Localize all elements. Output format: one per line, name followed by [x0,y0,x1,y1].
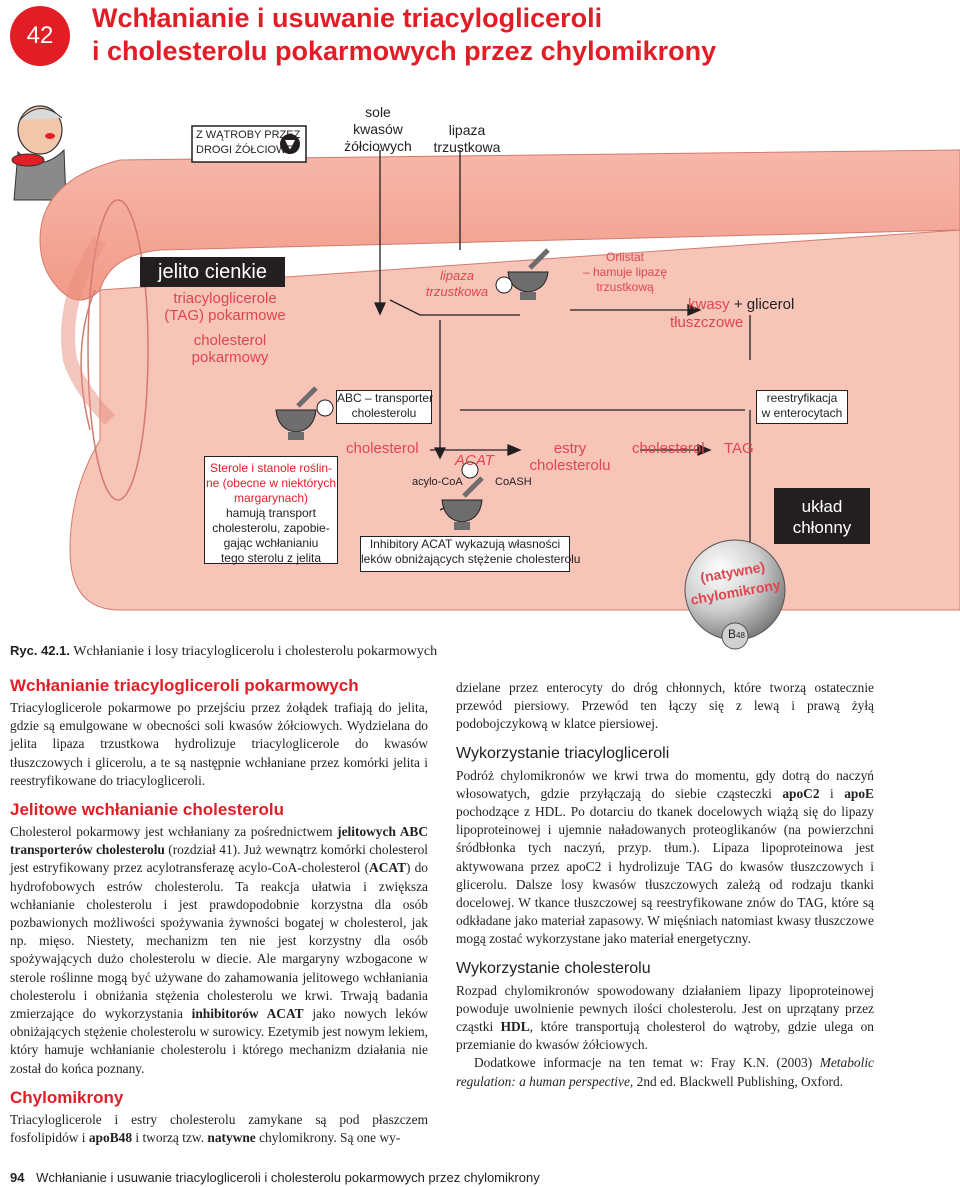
paragraph-tag-absorption: Triacyloglicerole pokarmowe po przejściu… [10,700,428,788]
cholesterol-esters-label: estry cholesterolu [529,440,611,474]
acat-label: ACAT [455,452,494,469]
orlistat-note: Orlistat – hamuje lipazę trzustkową [582,250,668,294]
cholesterol-in-label: cholesterol [346,440,419,457]
abc-transporter-box: ABC – transporter cholesterolu [336,390,433,424]
paragraph-lymph-continuation: dzielane przez enterocyty do dróg chłonn… [456,680,874,732]
section-heading-chylomicrons: Chylomikrony [10,1087,124,1107]
intestine-illustration [11,105,960,650]
acyl-coa-label: acylo-CoA [412,476,463,488]
intestine-label: jelito cienkie [158,261,267,283]
pathway-arrows [373,150,751,565]
lymph-label-box [774,488,870,544]
right-column: dzielane przez enterocyty do dróg chłonn… [456,679,874,1101]
dietary-cholesterol-label: cholesterol pokarmowy [191,332,269,366]
liver-bile-box-text: Z WĄTROBY PRZEZ DROGI ŻÓŁCIOWE [196,129,301,156]
reesterification-box: reestryfikacja w enterocytach [756,390,848,424]
inhibition-minus-icon [316,399,334,417]
figure-caption-label: Ryc. 42.1. [10,643,70,658]
inhibition-minus-icon [461,461,479,479]
bile-salts-label: sole kwasów żółciowych [344,104,412,154]
left-column: Wchłanianie triacylogliceroli pokarmowyc… [10,676,428,1157]
page-title: Wchłanianie i usuwanie triacylogliceroli… [92,2,952,68]
section-heading-cholesterol-absorption: Jelitowe wchłanianie cholesterolu [10,800,284,820]
running-title: Wchłanianie i usuwanie triacylogliceroli… [36,1170,540,1185]
coash-label: CoASH [495,476,532,488]
paragraph-further-reading: Dodatkowe informacje na ten temat w: Fra… [456,1055,874,1089]
fatty-acids-glycerol-label: kwasy + glicerol [688,296,795,313]
page-title-line2: i cholesterolu pokarmowych przez chylomi… [92,36,717,66]
figure-caption-text: Wchłanianie i losy triacyloglicerolu i c… [73,644,438,659]
fatty-acids-label-line2: tłuszczowe [670,314,744,331]
lymph-system-label: układ chłonny [792,497,852,537]
figure-caption: Ryc. 42.1. Wchłanianie i losy triacylogl… [10,643,437,660]
apob48-marker [721,622,749,650]
page-title-line1: Wchłanianie i usuwanie triacylogliceroli [92,3,603,33]
eating-man-icon [11,105,67,201]
pancreatic-lipase-mid-label: lipaza trzustkowa [425,268,489,299]
paragraph-cholesterol-absorption: Cholesterol pokarmowy jest wchłaniany za… [10,824,428,1076]
rx-mortar-icon [441,476,484,530]
section-heading-cholesterol-utilization: Wykorzystanie cholesterolu [456,959,651,977]
tag-out-label: TAG [724,440,754,457]
intestine-label-box [140,257,285,287]
dietary-tag-label: triacyloglicerole (TAG) pokarmowe [164,290,286,324]
section-heading-tag-utilization: Wykorzystanie triacylogliceroli [456,744,670,762]
paragraph-cholesterol-utilization: Rozpad chylomikronów spowodowany działan… [456,982,875,1053]
page-footer: 94 Wchłanianie i usuwanie triacyloglicer… [10,1170,540,1185]
section-heading-tag-absorption: Wchłanianie triacylogliceroli pokarmowyc… [10,676,359,695]
acat-inhibitors-box: Inhibitory ACAT wykazują własności leków… [360,536,580,572]
inhibition-minus-icon [495,276,513,294]
chapter-number-badge: 42 [10,6,70,66]
rx-mortar-icon [275,386,318,440]
cholesterol-out-label: cholesterol [632,440,705,457]
paragraph-tag-utilization: Podróż chylomikronów we krwi trwa do mom… [456,767,874,947]
plant-sterols-box: Sterole i stanole roślin- ne (obecne w n… [204,456,338,565]
paragraph-chylomicrons: Triacyloglicerole i estry cholesterolu z… [10,1111,428,1146]
figure-chylomicron-diagram: Z WĄTROBY PRZEZ DROGI ŻÓŁCIOWE sole kwas… [0,90,960,670]
pancreatic-lipase-top-label: lipaza trzustkowa [433,122,501,155]
apob48-label: B48 [728,627,745,641]
page-number: 94 [10,1170,25,1185]
